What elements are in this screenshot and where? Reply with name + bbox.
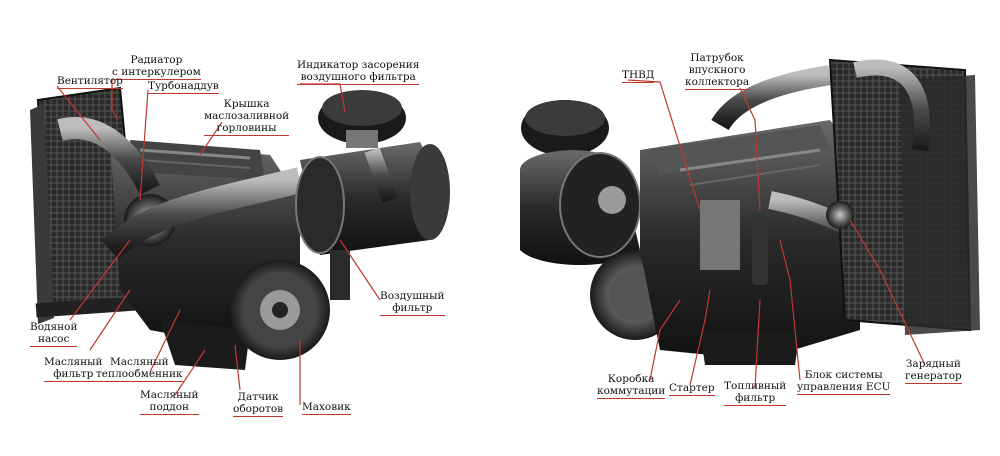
label-fuel-filter: Топливный фильтр bbox=[724, 380, 787, 406]
label-junction-box: Коробка коммутации bbox=[597, 373, 666, 399]
label-alternator: Зарядный генератор bbox=[905, 358, 962, 384]
label-air-filter-indicator: Индикатор засорения воздушного фильтра bbox=[297, 59, 420, 85]
label-oil-pan: Масляный поддон bbox=[140, 389, 199, 415]
label-turbo: Турбонаддув bbox=[148, 80, 219, 94]
label-fan: Вентилятор bbox=[57, 75, 123, 89]
label-injection-pump: ТНВД bbox=[622, 69, 655, 83]
label-starter: Стартер bbox=[669, 382, 715, 396]
leader-lines bbox=[56, 79, 926, 405]
label-water-pump: Водяной насос bbox=[30, 321, 78, 347]
label-speed-sensor: Датчик оборотов bbox=[233, 391, 284, 417]
label-air-filter: Воздушный фильтр bbox=[380, 290, 445, 316]
label-oil-cooler: Масляный теплообменник bbox=[96, 356, 183, 382]
label-ecu: Блок системы управления ECU bbox=[797, 369, 891, 395]
label-radiator: Радиатор с интеркулером bbox=[112, 54, 201, 80]
label-oil-filter: Масляный фильтр bbox=[44, 356, 103, 382]
left-engine bbox=[30, 86, 450, 370]
label-flywheel: Маховик bbox=[302, 401, 351, 415]
label-intake-pipe: Патрубок впускного коллектора bbox=[685, 52, 750, 90]
right-engine bbox=[520, 58, 980, 365]
label-oil-cap: Крышка маслозаливной горловины bbox=[204, 98, 290, 136]
